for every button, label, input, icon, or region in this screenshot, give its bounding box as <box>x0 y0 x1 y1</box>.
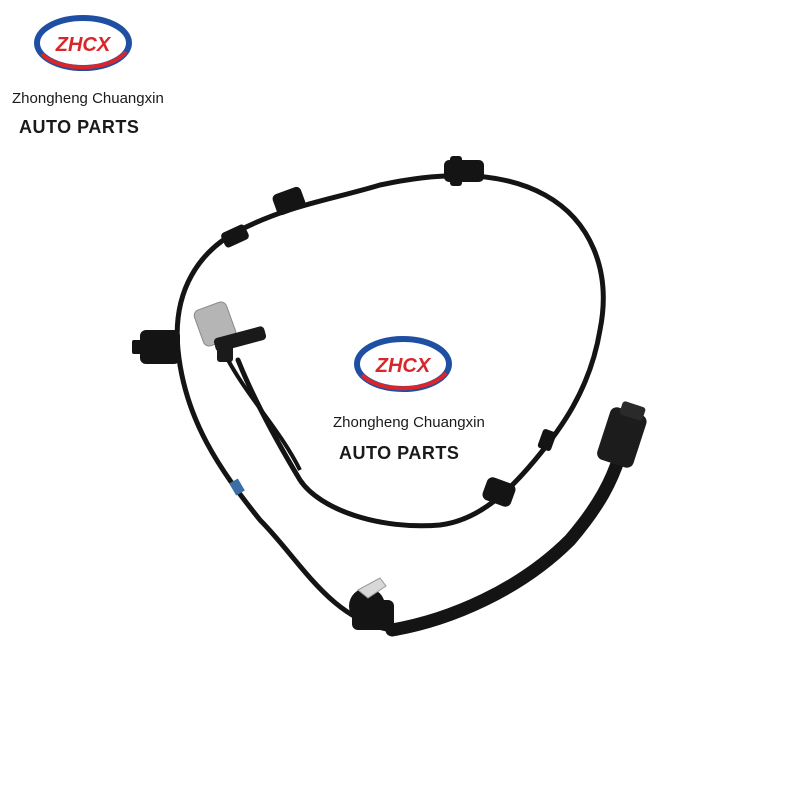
sensor-lead <box>226 359 302 471</box>
cable-label-band <box>229 478 245 496</box>
logo-text-center: ZHCX <box>375 355 432 377</box>
company-tagline-center: AUTO PARTS <box>339 443 460 463</box>
cable-clips <box>132 156 557 630</box>
zhcx-logo: ZHCX <box>34 15 132 71</box>
logo-text: ZHCX <box>55 34 112 56</box>
cable-main-loop <box>174 173 606 633</box>
cable-connector <box>597 401 647 468</box>
company-name: Zhongheng Chuangxin <box>12 90 164 107</box>
company-name-center: Zhongheng Chuangxin <box>333 414 485 431</box>
cable-harness <box>385 448 627 637</box>
zhcx-logo-center: ZHCX <box>354 336 452 392</box>
clip-bracket <box>357 577 387 599</box>
company-tagline: AUTO PARTS <box>19 117 140 137</box>
sensor-head <box>193 301 267 362</box>
